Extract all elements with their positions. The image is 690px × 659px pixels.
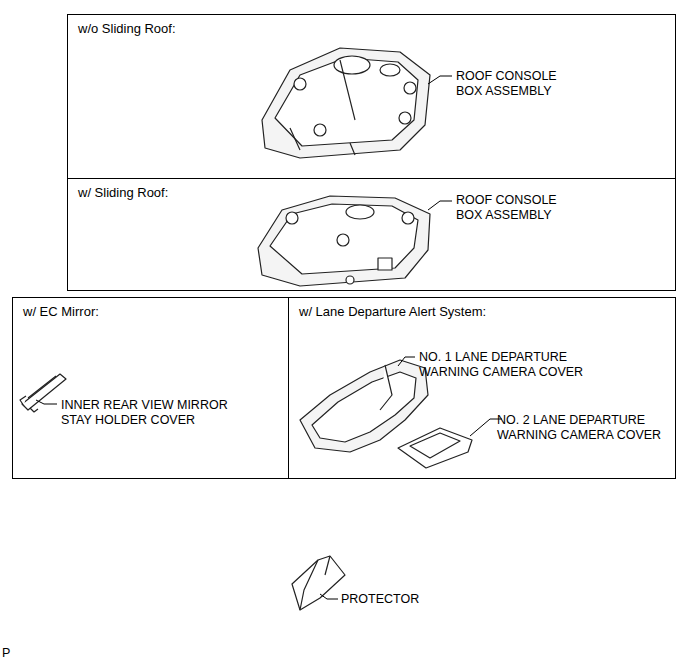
roof-console-illustration xyxy=(262,48,430,158)
mirror-cover-illustration xyxy=(20,374,66,412)
part-label: INNER REAR VIEW MIRROR STAY HOLDER COVER xyxy=(61,398,251,428)
figure-code: P xyxy=(2,646,10,659)
panel-heading: w/ Sliding Roof: xyxy=(78,185,168,200)
roof-console-illustration xyxy=(258,196,430,286)
variant-panel: w/ EC Mirror: INNER REAR VIEW MIRROR STAY… xyxy=(12,297,289,479)
panel-heading: w/o Sliding Roof: xyxy=(78,21,176,36)
variant-panel: w/o Sliding Roof: ROOF CONSOLE BOX ASSEMB… xyxy=(67,14,676,179)
protector-illustration xyxy=(292,556,345,610)
part-label: ROOF CONSOLE BOX ASSEMBLY xyxy=(456,193,568,223)
variant-panel: w/ Lane Departure Alert System: NO. 1 LAN… xyxy=(288,297,676,479)
part-label: NO. 2 LANE DEPARTURE WARNING CAMERA COVE… xyxy=(497,413,672,443)
variant-panel: w/ Sliding Roof: ROOF CONSOLE BOX ASSEMBL… xyxy=(67,178,676,291)
part-label: NO. 1 LANE DEPARTURE WARNING CAMERA COVE… xyxy=(419,350,594,380)
part-label: ROOF CONSOLE BOX ASSEMBLY xyxy=(456,69,568,99)
panel-heading: w/ EC Mirror: xyxy=(23,304,99,319)
leader-lines xyxy=(36,76,502,599)
panel-heading: w/ Lane Departure Alert System: xyxy=(299,304,486,319)
part-label: PROTECTOR xyxy=(341,592,419,607)
